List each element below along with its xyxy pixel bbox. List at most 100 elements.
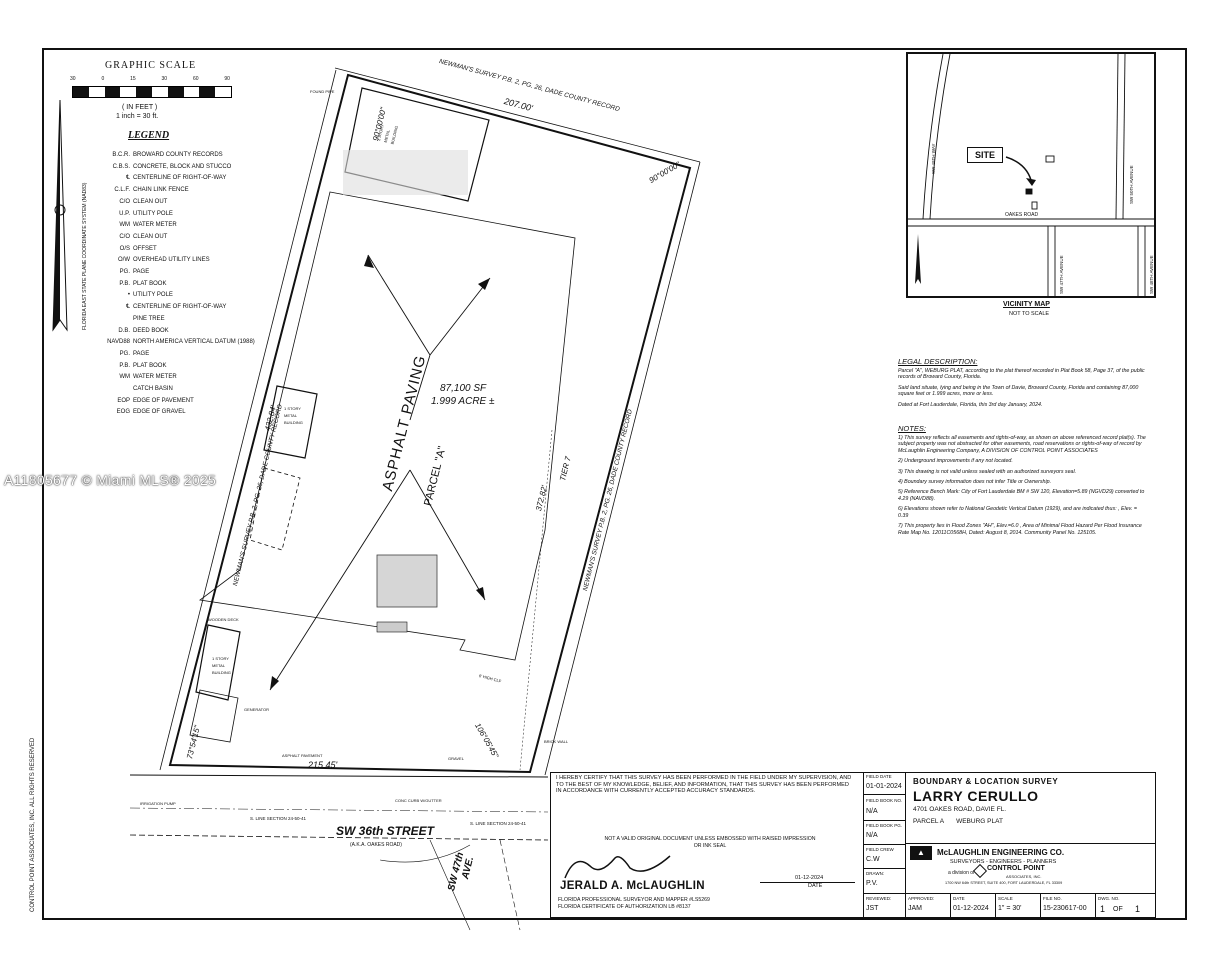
field-book-pg-value: N/A <box>866 832 878 839</box>
drawing-sheet-border <box>42 48 1187 920</box>
legend-value: OVERHEAD UTILITY LINES <box>133 257 210 264</box>
graphic-scale-bar <box>72 86 232 98</box>
legend-key: • <box>127 292 130 299</box>
legend-item: ℄CENTERLINE OF RIGHT-OF-WAY <box>85 302 275 314</box>
approved-value: JAM <box>908 905 922 912</box>
surveyor-certificate: FLORIDA CERTIFICATE OF AUTHORIZATION LB … <box>558 904 691 910</box>
mls-watermark: A11805677 © Miami MLS® 2025 <box>4 472 217 488</box>
wooden-deck-label: WOODEN DECK <box>208 617 239 622</box>
building-mid-label: 1 STORY METAL BUILDING <box>284 406 303 425</box>
brick-wall-label: BRICK WALL <box>544 739 569 744</box>
legend-key: PG. <box>119 269 130 276</box>
legend-item: P.B.PLAT BOOK <box>85 279 275 291</box>
section-line-left-label: S. LINE SECTION 24-50-41 <box>250 816 307 821</box>
survey-type: BOUNDARY & LOCATION SURVEY <box>913 777 1059 786</box>
legend-value: EDGE OF PAVEMENT <box>133 397 194 404</box>
property-address: 4701 OAKES ROAD, DAVIE FL. <box>913 806 1007 813</box>
firm-address: 1700 NW 64th STREET, SUITE 400, FORT LAU… <box>945 881 1063 885</box>
legend-key: ℄ <box>126 304 130 311</box>
legend-value: PLAT BOOK <box>133 362 167 369</box>
legend-key: C.L.F. <box>114 187 130 194</box>
drawn-label: DRAWN: <box>866 871 885 876</box>
date-label: DATE <box>953 896 965 901</box>
note-item: 5) Reference Bench Mark: City of Fort La… <box>898 489 1145 502</box>
legend-value: EDGE OF GRAVEL <box>133 409 186 416</box>
legend-value: NORTH AMERICA VERTICAL DATUM (1988) <box>133 339 255 346</box>
surveyor-license: FLORIDA PROFESSIONAL SURVEYOR AND MAPPER… <box>558 897 710 903</box>
area-acre-label: 1.999 ACRE ± <box>431 396 495 407</box>
dim-bottom-label: 215.45' <box>308 760 338 770</box>
generator-label: GENERATOR <box>244 707 269 712</box>
legal-paragraph-2: Said land situate, lying and being in th… <box>898 384 1139 398</box>
legend-item: P.B.PLAT BOOK <box>85 361 275 373</box>
building-low-label: 1 STORY METAL BUILDING <box>212 656 231 675</box>
control-point-name: CONTROL POINT <box>987 865 1045 872</box>
legal-paragraph-1: Parcel "A", WEBURG PLAT, according to th… <box>898 368 1145 381</box>
legend-item: CATCH BASIN <box>85 384 275 396</box>
legend-item: D.B.DEED BOOK <box>85 326 275 338</box>
street-label: SW 36th STREET <box>336 824 435 838</box>
legend-key: C/O <box>119 233 130 240</box>
vicinity-oakes-road-label: OAKES ROAD <box>1005 212 1039 218</box>
legend-value: PINE TREE <box>133 315 165 322</box>
irrigation-label: IRRIGATION PUMP <box>140 801 176 806</box>
legend-value: WATER METER <box>133 222 177 229</box>
reviewed-label: REVIEWED: <box>866 896 892 901</box>
legend-item: C.B.S.CONCRETE, BLOCK AND STUCCO <box>85 162 275 174</box>
street-aka-label: (A.K.A. OAKES ROAD) <box>350 842 402 848</box>
signature-date: 01-12-2024 <box>795 875 824 881</box>
legend-item: ℄CENTERLINE OF RIGHT-OF-WAY <box>85 173 275 185</box>
legend-value: CATCH BASIN <box>133 386 173 393</box>
firm-subtitle: SURVEYORS - ENGINEERS - PLANNERS <box>950 859 1057 865</box>
reviewed-value: JST <box>866 905 879 912</box>
note-item: 6) Elevations shown refer to National Ge… <box>898 506 1137 519</box>
vicinity-sw49th-label: SW 49TH WAY <box>931 143 936 174</box>
graphic-scale-title: GRAPHIC SCALE <box>105 60 197 71</box>
client-name: LARRY CERULLO <box>913 788 1039 804</box>
dwg-of: OF <box>1113 906 1123 913</box>
legend-key: O/S <box>119 245 130 252</box>
note-item: 1) This survey reflects all easements an… <box>898 435 1146 454</box>
graphic-scale-unit: ( IN FEET ) <box>122 104 158 111</box>
field-book-value: N/A <box>866 808 878 815</box>
vicinity-sw50th-label: SW 50TH AVENUE <box>1129 165 1134 204</box>
field-crew-label: FIELD CREW <box>866 847 894 852</box>
firm-logo-icon: ▲ <box>910 846 932 860</box>
signature-date-label: DATE <box>808 883 823 889</box>
found-pipe-label: FOUND PIPE <box>310 89 335 94</box>
legend-value: UTILITY POLE <box>133 292 173 299</box>
legend-key: PG. <box>119 350 130 357</box>
area-sf-label: 87,100 SF <box>440 383 487 394</box>
legend-value: PAGE <box>133 350 150 357</box>
not-valid-text: NOT A VALID ORIGINAL DOCUMENT UNLESS EMB… <box>604 836 816 849</box>
vicinity-site-label: SITE <box>967 147 1003 163</box>
control-point-subtitle: ASSOCIATES, INC. <box>1006 874 1042 879</box>
legend-item: B.C.R.BROWARD COUNTY RECORDS <box>85 150 275 162</box>
legend-key: EOP <box>117 397 130 404</box>
legend-key: C/O <box>119 198 130 205</box>
notes-list: 1) This survey reflects all easements an… <box>898 435 1148 536</box>
legend-key: D.B. <box>118 327 130 334</box>
asphalt-pavement-label: ASPHALT PAVEMENT <box>282 753 323 758</box>
firm-name: McLAUGHLIN ENGINEERING CO. <box>937 848 1065 857</box>
graphic-scale-ratio: 1 inch = 30 ft. <box>116 113 159 120</box>
legend-key: WM <box>119 374 130 381</box>
approved-label: APPROVED: <box>908 896 935 901</box>
legend-value: UTILITY POLE <box>133 210 173 217</box>
legal-paragraph-3: Dated at Fort Lauderdale, Florida, this … <box>898 401 1043 408</box>
vicinity-sw47th-label: SW 47TH AVENUE <box>1059 255 1064 294</box>
legend-key: P.B. <box>119 362 130 369</box>
legend-key: O/W <box>118 257 130 264</box>
notes-panel: LEGAL DESCRIPTION: Parcel "A", WEBURG PL… <box>898 357 1148 540</box>
surveyor-name: JERALD A. McLAUGHLIN <box>560 880 705 892</box>
field-date-value: 01-01-2024 <box>866 783 902 790</box>
scale-value: 1" = 30' <box>998 905 1022 912</box>
notes-title: NOTES: <box>898 424 926 434</box>
signature-icon <box>564 855 671 879</box>
